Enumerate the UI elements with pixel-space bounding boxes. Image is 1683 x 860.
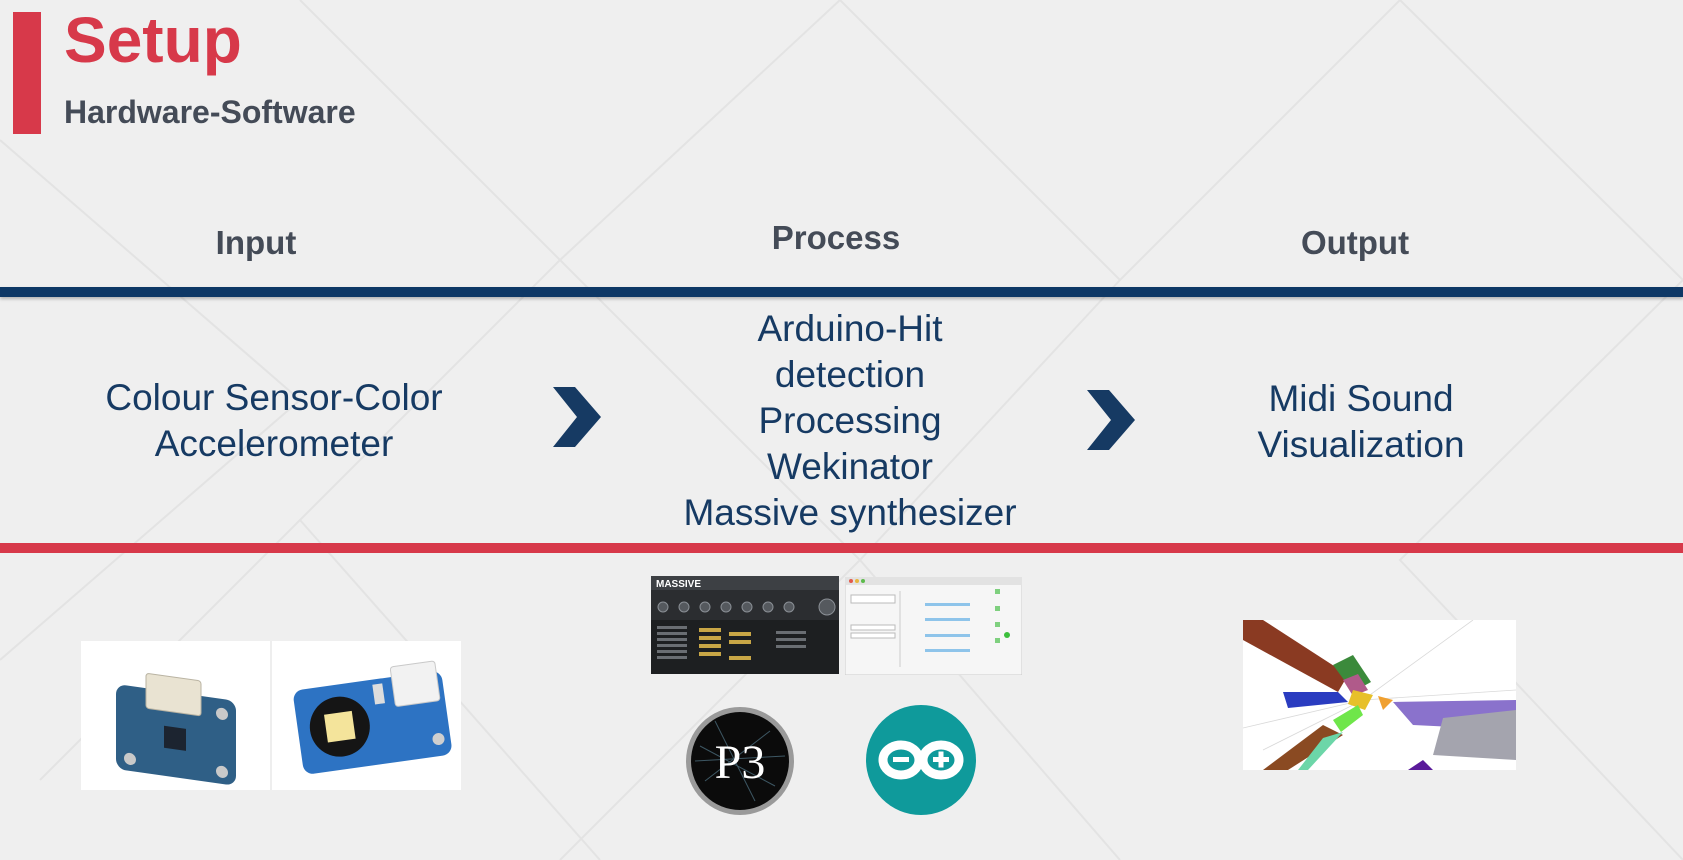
process-line-5: Massive synthesizer (683, 492, 1017, 533)
processing-logo-text: P3 (715, 736, 766, 789)
process-line-4: Wekinator (767, 446, 933, 487)
process-line-2: detection (774, 354, 926, 395)
content-divider (0, 543, 1683, 553)
chevron-right-icon (553, 387, 601, 452)
input-line-1: Colour Sensor-Color (105, 377, 443, 418)
slide-subtitle: Hardware-Software (64, 94, 356, 130)
output-heading: Output (1300, 224, 1410, 261)
title-accent-bar (13, 12, 41, 134)
wekinator-screenshot (844, 576, 1023, 676)
header-divider (0, 287, 1683, 297)
output-line-2: Visualization (1257, 424, 1465, 465)
visualization-image (1242, 619, 1517, 770)
slide-title: Setup (64, 4, 242, 76)
input-text: Colour Sensor-Color Accelerometer (74, 375, 474, 467)
process-line-3: Processing (758, 400, 942, 441)
arduino-logo (865, 704, 977, 821)
processing-logo: P3 (685, 706, 795, 821)
sensor-boards-image (81, 641, 461, 790)
process-line-1: Arduino-Hit (757, 308, 943, 349)
massive-label: MASSIVE (656, 579, 701, 590)
chevron-right-icon (1087, 390, 1135, 455)
process-heading: Process (771, 219, 901, 256)
input-line-2: Accelerometer (154, 423, 394, 464)
process-text: Arduino-Hit detection Processing Wekinat… (650, 306, 1050, 536)
output-text: Midi Sound Visualization (1161, 376, 1561, 468)
output-line-1: Midi Sound (1268, 378, 1454, 419)
input-heading: Input (215, 224, 297, 261)
massive-synth-screenshot: MASSIVE (651, 576, 839, 674)
